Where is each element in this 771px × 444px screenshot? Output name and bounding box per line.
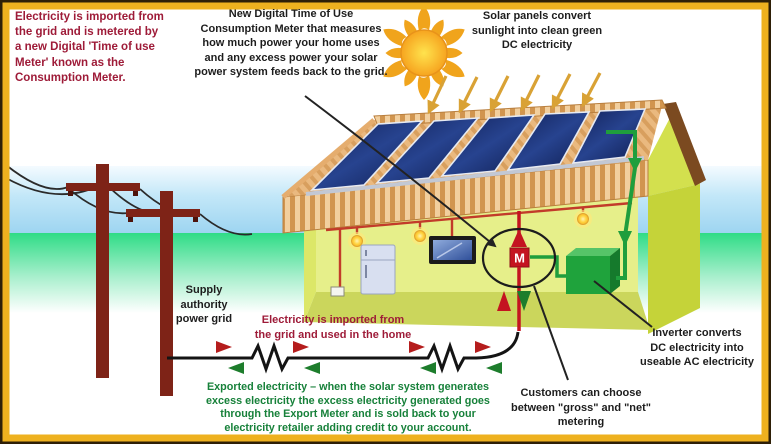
side-wall (648, 184, 700, 334)
solar-panel (571, 108, 647, 164)
solar-panel (506, 111, 591, 171)
import-arrow-icon (497, 291, 511, 311)
panel-rail (305, 156, 645, 196)
label-supply-authority: Supply authority power grid (175, 284, 233, 326)
callout-exported: Exported electricity – when the solar sy… (206, 381, 490, 434)
callout-imported-home: Electricity is imported from the grid an… (254, 314, 412, 341)
inverter-icon (566, 248, 620, 294)
roof-dc-wire (606, 130, 637, 280)
annotation-line-inverter (593, 280, 653, 328)
outlet-icon (330, 286, 345, 297)
export-arrow-icon (517, 291, 531, 311)
power-pole (126, 191, 200, 396)
callout-new-meter: New Digital Time of Use Consumption Mete… (194, 8, 388, 79)
roof-rake-edge (281, 118, 376, 199)
meter-label: M (514, 251, 525, 266)
solar-panel-array (305, 108, 647, 196)
power-pole (66, 164, 140, 378)
meter-up-arrow (511, 229, 527, 247)
gable-wall (648, 112, 700, 196)
light-bulb-icon (574, 210, 592, 228)
house (281, 99, 706, 334)
sun-ray-arrows (427, 72, 602, 115)
dc-arrow-down (628, 158, 642, 172)
meter-circle-annotation (481, 227, 557, 289)
callout-customers: Customers can choose between "gross" and… (510, 387, 652, 429)
import-flow-arrows (216, 341, 491, 353)
solar-panel (440, 114, 536, 177)
power-poles (66, 164, 200, 396)
gable-roof-trim (663, 102, 706, 186)
meter-inverter-wire (530, 255, 566, 278)
fridge-icon (360, 244, 396, 295)
annotation-line-meter (304, 95, 497, 248)
service-wire (167, 331, 520, 374)
export-flow-arrows (228, 362, 502, 374)
annotation-line-customers (533, 285, 569, 381)
callout-solar-convert: Solar panels convert sunlight into clean… (471, 10, 603, 52)
solar-panel (309, 120, 424, 192)
sun-icon (383, 6, 465, 100)
consumption-meter-icon: M (509, 211, 530, 331)
light-bulb-icon (411, 227, 429, 245)
callout-consumption-meter: Electricity is imported from the grid an… (15, 11, 164, 84)
dc-arrow-down (618, 231, 632, 246)
tv-icon (429, 236, 476, 264)
callout-inverter: Inverter converts DC electricity into us… (640, 327, 754, 369)
